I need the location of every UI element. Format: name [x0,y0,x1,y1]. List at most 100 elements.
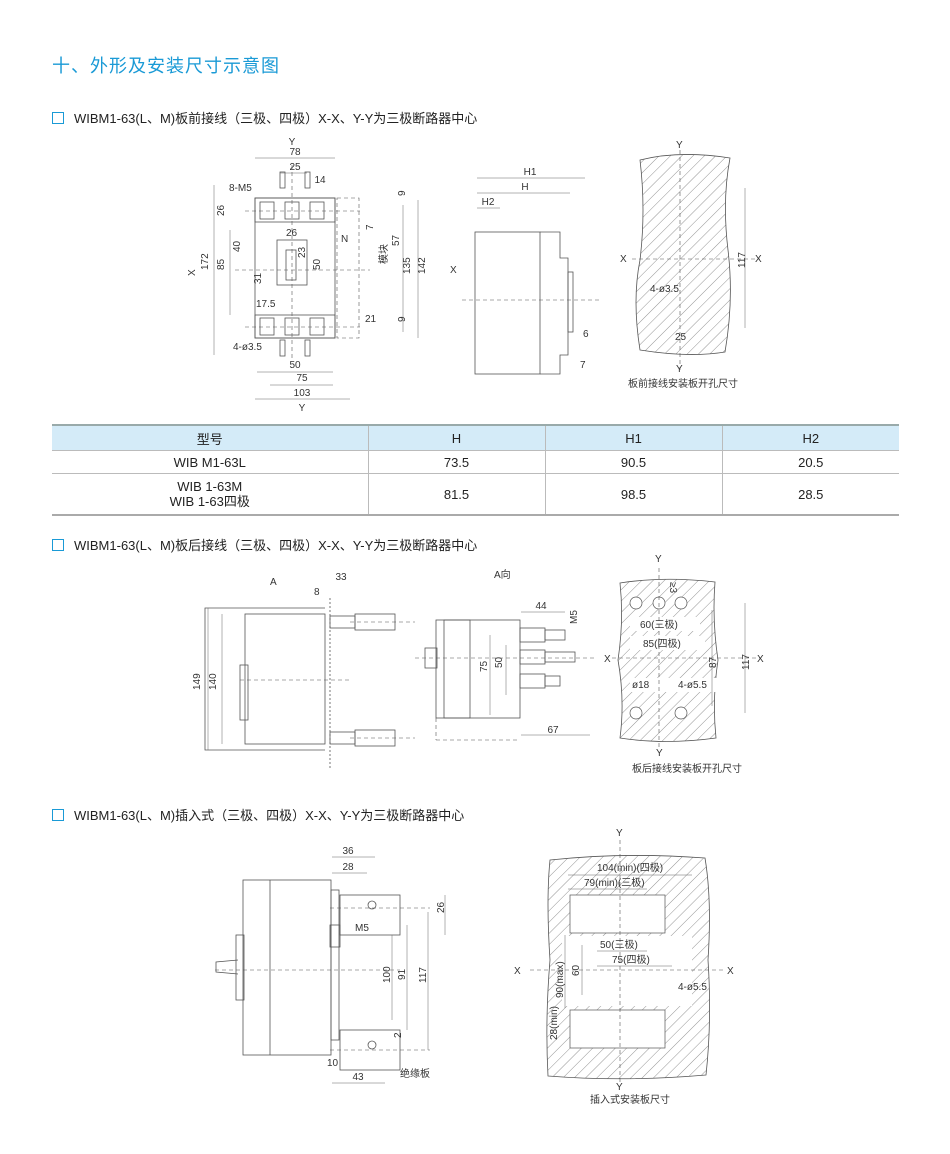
dim-label: 172 [200,253,211,270]
dim-label: 67 [547,725,559,736]
dim-label: 4-ø5.5 [678,982,707,993]
dim-label: 8 [314,587,320,598]
dim-label: 90(max) [555,961,566,998]
dim-label: 33 [335,572,347,583]
axis-label: X [620,254,627,265]
dim-label: M5 [569,610,580,624]
dim-label: 4-ø3.5 [233,342,262,353]
dimension-table: 型号 H H1 H2 WIB M1-63L 73.5 90.5 20.5 WIB… [52,424,899,516]
dim-label: 75 [296,373,308,384]
dim-label: ø18 [632,680,650,691]
dim-label: 50 [312,258,323,270]
mounting-plate-rear-wiring: Y ≥3 60(三极) 85(四极) 87 117 X X ø18 4-ø5.5… [604,554,764,775]
rear-wiring-side-view: A 33 8 149 140 [192,572,415,770]
dim-label: 44 [535,601,547,612]
dim-label: 142 [417,257,428,274]
dim-label: 135 [402,257,413,274]
cell-h2: 20.5 [721,450,899,474]
dim-label: 9 [397,316,408,322]
dim-label: 7 [580,360,586,371]
dim-label: 6 [583,329,589,340]
dim-label: 28 [342,862,354,873]
table-header-row: 型号 H H1 H2 [52,425,899,451]
dim-label: 117 [741,654,752,670]
cell-h: 81.5 [367,473,545,515]
side-view-drawing: H1 H H2 X 6 7 [450,167,600,375]
view-direction-label: A向 [494,568,511,581]
axis-label: X [757,654,764,665]
dim-label: 28(min) [549,1006,560,1040]
dim-label: 117 [737,252,748,268]
dim-label: 模块 [378,244,390,264]
dim-label: 2 [393,1032,404,1038]
dim-label: 75(四极) [612,953,650,966]
dim-label: 50 [494,656,505,668]
section-heading-text: WIBM1-63(L、M)板后接线（三极、四极）X-X、Y-Y为三极断路器中心 [74,538,478,553]
cell-model: WIB M1-63L [52,450,368,474]
dim-label: 60(三极) [640,618,678,631]
axis-label: Y [616,1082,623,1093]
dim-label: 17.5 [256,299,276,310]
plate-caption: 插入式安装板尺寸 [590,1093,670,1106]
cell-h2: 28.5 [721,473,899,515]
dim-label: 140 [208,673,219,690]
column-header-h2: H2 [721,425,899,451]
dim-label: 8-M5 [229,183,252,194]
plug-in-side-view: 36 28 26 M5 100 91 117 2 10 43 绝缘板 [215,846,447,1084]
column-header-h1: H1 [544,425,722,451]
dim-label: 14 [314,175,326,186]
axis-label: Y [655,554,662,565]
dim-label: 10 [327,1058,339,1069]
dim-label: N [341,234,348,245]
dim-label: 75 [479,660,490,672]
dim-label: 57 [391,234,402,246]
dim-label: 43 [352,1072,364,1083]
plate-caption: 板后接线安装板开孔尺寸 [632,762,742,775]
dim-label: 91 [397,968,408,980]
mounting-plate-plug-in: Y 104(min)(四极) 79(min)(三极) 50(三极) 75(四极)… [514,828,734,1106]
dim-label: 149 [192,673,203,690]
dim-label: M5 [355,923,369,934]
dim-label: 117 [418,967,429,983]
dim-label: 79(min)(三极) [584,876,645,889]
cell-h1: 98.5 [544,473,722,515]
column-header-model: 型号 [52,425,368,451]
insulation-board-label: 绝缘板 [400,1067,430,1080]
axis-label: X [604,654,611,665]
dim-label: 7 [365,224,376,230]
dim-label: 103 [294,388,311,399]
dim-label: 36 [342,846,354,857]
dim-label: 78 [289,147,301,158]
dim-label: 9 [397,190,408,196]
dim-label: 100 [382,966,393,983]
front-view-drawing: Y 78 25 14 8-M5 26 40 85 X 172 31 17.5 2… [187,137,428,414]
dim-label: H2 [482,197,495,208]
dim-label: H1 [524,167,537,178]
axis-label: Y [676,364,683,375]
section-heading-front-wiring: WIBM1-63(L、M)板前接线（三极、四极）X-X、Y-Y为三极断路器中心 [52,108,477,127]
dim-label: 50(三极) [600,938,638,951]
axis-label: X [755,254,762,265]
dim-label: 85(四极) [643,637,681,650]
dim-label: 25 [675,332,687,343]
dim-label: Y [289,137,296,148]
dim-label: 26 [286,228,298,239]
axis-label: X [187,269,198,276]
square-bullet-icon [52,538,64,551]
axis-label: X [450,265,457,276]
cell-h: 73.5 [367,450,545,474]
dim-label: 31 [253,272,264,284]
section-heading-text: WIBM1-63(L、M)板前接线（三极、四极）X-X、Y-Y为三极断路器中心 [74,111,478,126]
dim-label: 85 [216,258,227,270]
dim-label: 26 [436,901,447,913]
axis-label: Y [676,140,683,151]
dim-label: 4-ø3.5 [650,284,679,295]
plate-caption: 板前接线安装板开孔尺寸 [628,377,738,390]
model-line: WIB 1-63四极 [169,494,250,509]
view-direction-label: A [270,577,277,588]
mounting-plate-front-wiring: Y X X 117 4-ø3.5 25 Y 板前接线安装板开孔尺寸 [620,140,762,390]
dim-label: 21 [365,314,377,325]
axis-label: Y [299,403,306,414]
